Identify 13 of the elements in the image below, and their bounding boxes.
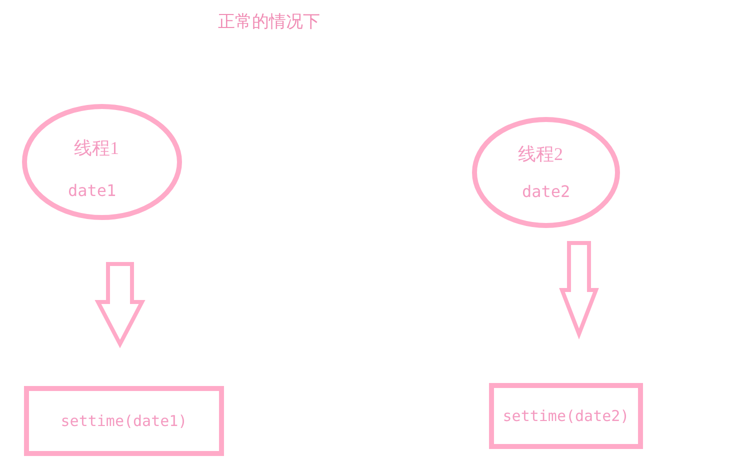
block-arrow (559, 241, 599, 340)
ellipse-node (472, 117, 620, 228)
ellipse-node (22, 104, 182, 220)
title: 正常的情况下 (218, 12, 320, 32)
node-title: 线程2 (518, 144, 563, 164)
process-box (24, 386, 224, 456)
node-subtitle: date2 (522, 183, 570, 201)
node-subtitle: date1 (68, 182, 116, 200)
block-arrow (94, 262, 146, 348)
box-label: settime(date1) (60, 412, 188, 430)
process-box (489, 383, 643, 449)
box-label: settime(date2) (502, 407, 630, 425)
node-title: 线程1 (74, 138, 119, 158)
